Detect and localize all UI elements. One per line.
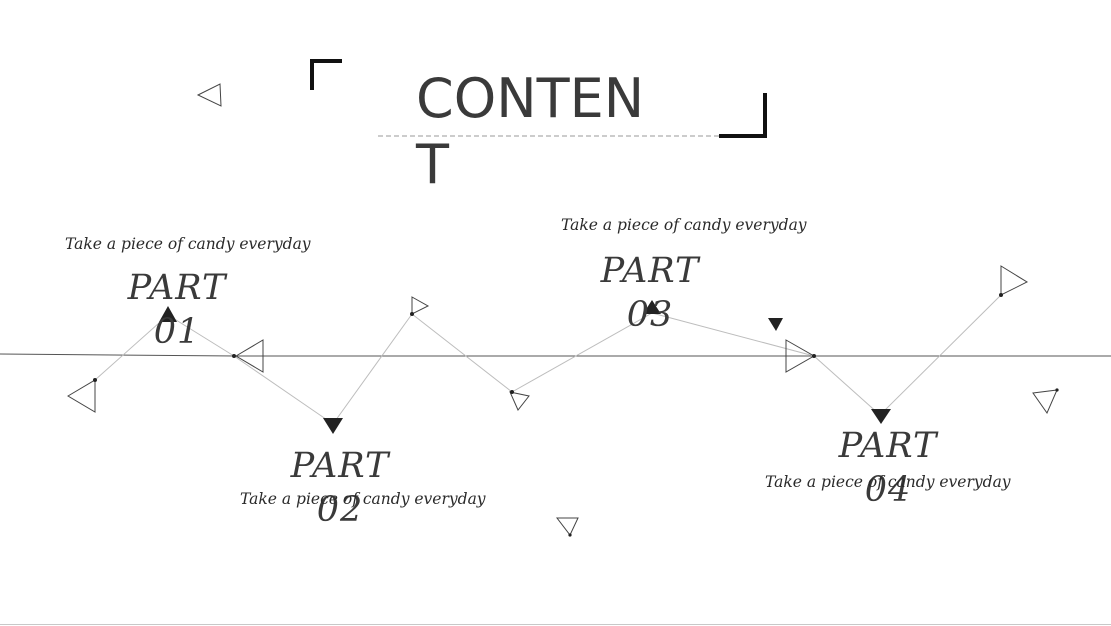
zigzag-connectors bbox=[94, 294, 1002, 425]
node-dot bbox=[232, 354, 236, 358]
bracket-bottom-right bbox=[719, 93, 767, 138]
connector bbox=[813, 355, 881, 416]
connector bbox=[94, 314, 169, 381]
node-dot bbox=[568, 533, 572, 537]
connector bbox=[233, 355, 334, 425]
node-dot bbox=[999, 293, 1003, 297]
connector bbox=[651, 312, 815, 357]
node-dot bbox=[93, 378, 97, 382]
node-dot bbox=[812, 354, 816, 358]
node-dot bbox=[1055, 388, 1059, 392]
part-02-caption: Take a piece of candy everyday bbox=[240, 490, 486, 508]
part-04-label: PART 04 bbox=[838, 426, 938, 510]
node-dots bbox=[93, 293, 1059, 537]
part-02-label: PART 02 bbox=[290, 446, 390, 530]
node-dot bbox=[410, 312, 414, 316]
outline-triangle-icon bbox=[555, 517, 579, 536]
filled-triangle-icon bbox=[323, 418, 343, 434]
part-03-label: PART 03 bbox=[600, 251, 700, 335]
part-01-caption: Take a piece of candy everyday bbox=[65, 235, 311, 253]
bracket-top-left bbox=[310, 59, 342, 90]
filled-triangle-icon bbox=[768, 318, 783, 331]
part-04-caption: Take a piece of candy everyday bbox=[765, 473, 1011, 491]
connector bbox=[332, 313, 413, 425]
slide-title: CONTENT bbox=[416, 67, 645, 196]
part-03-caption: Take a piece of candy everyday bbox=[561, 216, 807, 234]
filled-triangles bbox=[159, 300, 891, 434]
connector bbox=[411, 313, 513, 393]
outline-triangle-icon bbox=[1000, 265, 1029, 296]
timeline-axis-left bbox=[0, 353, 237, 357]
filled-triangle-icon bbox=[871, 409, 891, 424]
outline-triangle-icon bbox=[1032, 389, 1058, 415]
outline-triangle-icon bbox=[785, 339, 816, 373]
outline-triangle-icon bbox=[235, 339, 264, 373]
bottom-rule bbox=[0, 624, 1111, 625]
outline-triangles bbox=[67, 83, 1058, 536]
outline-triangle-icon bbox=[67, 379, 96, 413]
connector bbox=[879, 294, 1002, 416]
filled-triangle-icon bbox=[159, 306, 177, 322]
connector bbox=[511, 312, 653, 393]
outline-triangle-icon bbox=[509, 391, 530, 411]
outline-triangle-icon bbox=[196, 83, 222, 107]
node-dot bbox=[510, 390, 514, 394]
filled-triangle-icon bbox=[643, 300, 661, 314]
outline-triangle-icon bbox=[411, 296, 430, 315]
connector bbox=[167, 314, 235, 357]
part-01-label: PART 01 bbox=[127, 268, 227, 352]
